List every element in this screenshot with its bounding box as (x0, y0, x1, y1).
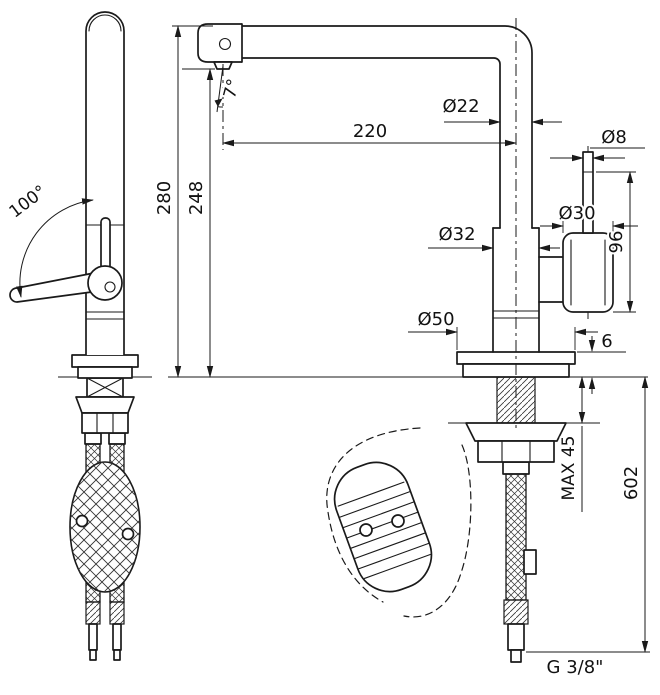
outlet-hose-front (502, 461, 537, 663)
dim-thread: G 3/8" (545, 655, 606, 680)
hose-weight (69, 461, 141, 593)
dim-max-deck-thickness: MAX 45 (557, 376, 586, 512)
dim-label-handle-angle: 100° (6, 182, 51, 223)
dim-spout-tilt: 7° (214, 64, 246, 150)
dim-hose-length: 602 (526, 376, 650, 653)
spray-toggle (218, 37, 232, 51)
dim-label-dia32: Ø32 (438, 224, 475, 245)
pullout-spray-head (333, 461, 433, 593)
dim-label-max45: MAX 45 (559, 436, 579, 501)
dim-base-height: 6 (577, 329, 626, 394)
dim-body-diameter: Ø32 (428, 222, 560, 252)
side-outlet (538, 151, 614, 313)
dim-outlet-height-96: 96 (596, 171, 636, 313)
dim-base-diameter: Ø50 (408, 307, 598, 350)
dim-label-280: 280 (154, 181, 175, 215)
side-view: 100° (4, 11, 152, 661)
dim-outlet-diameter: Ø30 (540, 201, 638, 233)
dim-label-220: 220 (353, 121, 387, 142)
weight-hole-right (121, 527, 135, 541)
spray-button-2 (391, 514, 405, 528)
hose-clip (523, 549, 537, 575)
handle-pivot (87, 265, 123, 301)
dim-outlet-height: 248 (182, 68, 215, 378)
dim-label-7deg: 7° (220, 77, 244, 101)
dim-label-dia50: Ø50 (417, 309, 454, 330)
dim-label-6: 6 (601, 331, 612, 352)
dim-label-dia22: Ø22 (442, 96, 479, 117)
mounting-hardware-front (465, 376, 567, 463)
dim-label-dia8: Ø8 (601, 127, 627, 148)
dim-top-pipe-diameter: Ø8 (550, 125, 645, 162)
outlet-top-pipe (582, 151, 594, 234)
dim-label-dia30: Ø30 (558, 203, 595, 224)
faucet-body-side (85, 11, 125, 355)
front-view (168, 18, 648, 663)
spout (241, 25, 533, 229)
mounting-hardware-side (75, 377, 135, 434)
spout-spray-head (197, 23, 243, 70)
dimensions: 280 248 7° 220 Ø22 (152, 25, 650, 680)
dim-spout-reach: 220 (222, 119, 517, 147)
pullout-hose-dashed (326, 427, 472, 618)
dim-label-thread: G 3/8" (547, 657, 604, 678)
spray-button-1 (359, 523, 373, 537)
dim-label-248: 248 (186, 181, 207, 215)
dim-label-602: 602 (621, 466, 642, 500)
handle-lever (9, 217, 123, 303)
hose-end-fittings-side (85, 601, 125, 661)
weight-hole-left (75, 514, 89, 528)
dim-spout-diameter: Ø22 (440, 94, 562, 126)
base-flange-side (71, 354, 139, 379)
dim-label-96: 96 (606, 231, 627, 254)
dim-total-height: 280 (152, 25, 213, 378)
